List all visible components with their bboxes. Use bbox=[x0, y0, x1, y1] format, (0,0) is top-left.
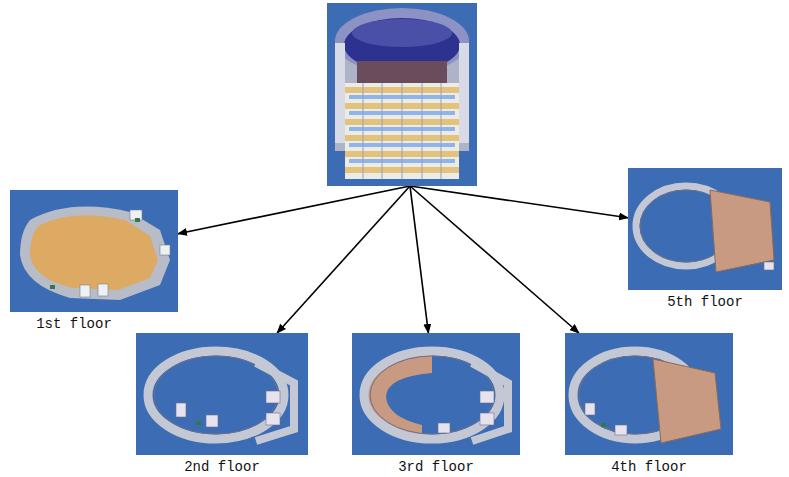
arrow-connector bbox=[410, 186, 628, 218]
floor-plan-image bbox=[352, 333, 520, 455]
floor-image-box: 4th floor bbox=[565, 333, 733, 455]
floor-caption: 4th floor bbox=[611, 459, 687, 475]
floor-image-box: 2nd floor bbox=[136, 333, 308, 455]
arrow-connector bbox=[410, 186, 428, 333]
floor-image-box: 5th floor bbox=[628, 168, 782, 290]
floor-plan-image bbox=[136, 333, 308, 455]
floor-caption: 5th floor bbox=[667, 294, 743, 310]
floor-caption: 1st floor bbox=[36, 316, 112, 332]
floor-caption: 2nd floor bbox=[184, 459, 260, 475]
floor-plan-image bbox=[10, 190, 178, 312]
arrow-connector bbox=[178, 186, 410, 234]
floor-plan-image bbox=[565, 333, 733, 455]
building-render-box bbox=[327, 3, 477, 186]
floor-image-box: 3rd floor bbox=[352, 333, 520, 455]
floor-caption: 3rd floor bbox=[398, 459, 474, 475]
arrow-connector bbox=[410, 186, 579, 333]
floor-image-box: 1st floor bbox=[10, 190, 178, 312]
floor-plan-image bbox=[628, 168, 782, 290]
arrow-connector bbox=[277, 186, 410, 333]
building-render bbox=[327, 3, 477, 186]
